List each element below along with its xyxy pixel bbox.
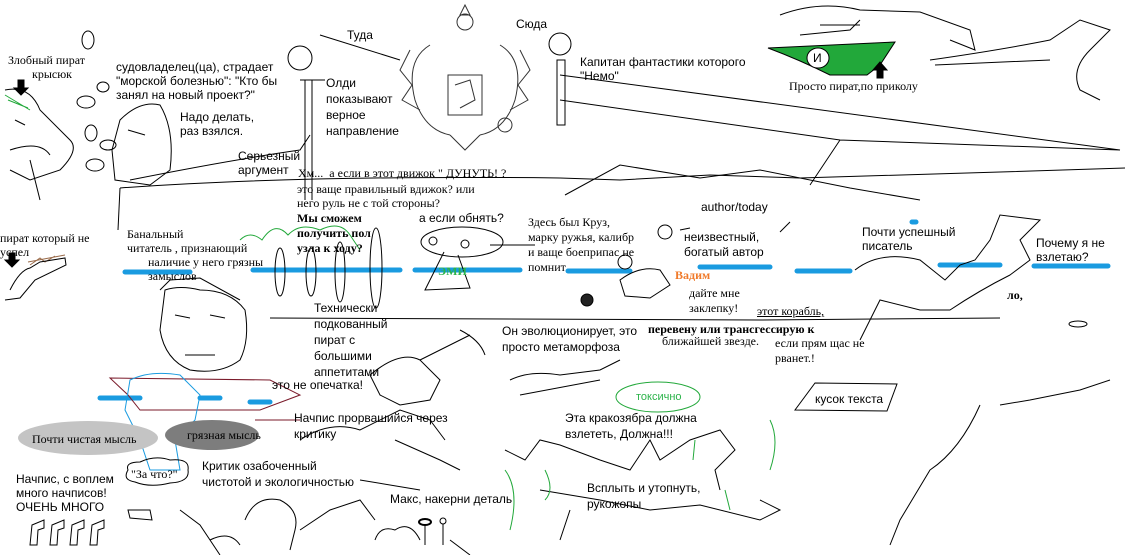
thought-bubble <box>96 81 110 93</box>
almost-clean-thought-ellipse <box>18 421 158 455</box>
emi-label: ЭМИ <box>438 264 467 278</box>
text-chunk-box <box>794 382 898 412</box>
ship-front <box>559 74 1121 186</box>
cloud-bubble <box>125 457 189 486</box>
dragon-sketch <box>929 19 1111 101</box>
rat-pirate-sketch <box>4 88 74 201</box>
thought-bubble <box>76 95 96 109</box>
hand-sketch <box>4 257 67 301</box>
there-label: Туда <box>347 28 373 42</box>
not-typo-label: это не опечатка! <box>272 378 363 392</box>
evil-pirate-label: Злобный пират крысюк <box>8 53 85 81</box>
thought-bubble <box>81 30 95 50</box>
russian-coat-of-arms-icon <box>399 3 531 151</box>
author-today-label: author/today <box>701 200 768 214</box>
smiley-face-icon <box>548 32 572 56</box>
oldie-pole <box>300 79 325 200</box>
down-arrow-icon <box>3 252 21 268</box>
evolves-label: Он эволюционирует, это просто метаморфоз… <box>502 324 638 354</box>
boots <box>29 509 153 546</box>
cruz-circle <box>657 224 673 240</box>
ship-hull-outline <box>119 167 1126 189</box>
tech-pirate-label: Технически подкованный пират с большими … <box>314 301 388 379</box>
halo-icon <box>418 518 432 526</box>
just-pirate-label: Просто пират,по приколу <box>789 79 918 93</box>
cruise-label: Здесь был Круз, марку ружья, калибр и ва… <box>528 215 635 274</box>
captain-label: Капитан фантастики которого "Немо" <box>580 55 746 83</box>
krakozyabra-top <box>509 359 621 396</box>
smiley-face-icon <box>287 45 313 71</box>
critic-label: Критик озабоченный чистотой и экологично… <box>202 459 354 489</box>
right-fish-sketch <box>854 214 1042 341</box>
ship-emblem <box>806 47 830 69</box>
shipowner-label: судовладелец(ца), страдает "морской боле… <box>116 60 278 102</box>
rocks-sketch <box>374 526 471 555</box>
right-curve <box>889 379 1111 546</box>
transgress-label: перевену или трансгессирую к <box>648 322 815 336</box>
toxic-ellipse <box>615 381 701 413</box>
rivet-label: дайте мне заклепку! <box>689 286 740 315</box>
banal-reader-label: Банальный читатель , признающий наличие … <box>127 227 264 283</box>
rat-green-hat <box>4 94 31 111</box>
vadim-sketch <box>619 268 671 299</box>
hmm-label: Хм... а если в этот движок " ДУНУТЬ! ? <box>298 166 507 180</box>
surface-label: Всплыть и утопнуть, рукожопы <box>587 481 701 511</box>
octopus-sketch <box>179 498 376 555</box>
dirty-thought-ellipse <box>165 420 259 450</box>
nachpis-many-label: Начпис, с воплем много начписов! ОЧЕНЬ М… <box>16 472 114 514</box>
banal-reader-face <box>159 277 248 372</box>
text-chunk-label: кусок текста <box>815 392 884 406</box>
almost-writer-label: Почти успешный писатель <box>862 225 956 253</box>
unknown-author-label: неизвестный, богатый автор <box>684 230 764 259</box>
why-me-label: "За что?" <box>131 467 178 481</box>
gun-sketch <box>27 254 66 266</box>
shipowner-sketch <box>111 103 172 186</box>
ship-sail-lines <box>319 34 921 201</box>
krakozyabra-label: Эта кракозябра должна взлететь, Должна!!… <box>565 411 697 441</box>
serious-argument-label: Серьезный аргумент <box>238 149 301 177</box>
must-do-label: Надо делать, раз взялся. <box>180 110 255 138</box>
this-ship-label: этот корабль, <box>757 304 825 318</box>
engine-ellipses <box>274 226 504 309</box>
engine-label: это ваще правильный вдижок? или него рул… <box>297 182 475 210</box>
toxic-label: токсично <box>636 391 682 403</box>
stick-figure-icon <box>439 517 447 525</box>
top-ship-sketch <box>779 5 976 51</box>
up-arrow-icon <box>871 61 889 79</box>
small-ellipse <box>1068 320 1088 328</box>
max-label: Макс, накерни деталь <box>390 492 513 506</box>
nachpis-broke-label: Начпис прорвашийся через критику <box>294 411 448 441</box>
nachpis-figure <box>299 409 461 491</box>
green-squiggle <box>239 225 361 251</box>
here-label: Сюда <box>516 17 548 31</box>
why-not-fly-label: Почему я не взлетаю? <box>1036 236 1105 264</box>
lo-label: ло, <box>1007 288 1023 302</box>
half-knot-label: Мы сможем получить пол узла к ходу? <box>297 211 371 255</box>
thought-bubble <box>85 158 105 172</box>
globe-icon <box>580 293 594 307</box>
late-pirate-label: пират который не успел <box>0 231 90 259</box>
blue-figure <box>124 372 201 471</box>
tech-pirate-sketch <box>369 329 486 406</box>
ship-letter: И <box>813 51 822 65</box>
krakozyabra-sketch <box>504 429 782 541</box>
down-arrow-icon <box>12 79 30 96</box>
thought-bubble <box>99 139 117 151</box>
if-now-label: если прям щас не рванет.! <box>775 336 865 365</box>
dirty-thought-label: грязная мысль <box>187 428 261 442</box>
hug-label: а если обнять? <box>419 211 504 225</box>
ship-deck-line <box>269 317 1001 321</box>
vadim-label: Вадим <box>675 268 711 282</box>
captain-pole <box>556 59 566 126</box>
almost-clean-label: Почти чистая мысль <box>32 432 137 446</box>
ship-stern <box>117 134 311 231</box>
oldie-label: Олди показывают верное направление <box>326 76 399 138</box>
green-wave <box>504 419 776 531</box>
arrow-pointer <box>490 221 791 246</box>
nearest-star-label: ближайшей звезде. <box>662 334 760 348</box>
cruz-circle <box>617 254 633 270</box>
thought-bubble <box>84 124 98 142</box>
